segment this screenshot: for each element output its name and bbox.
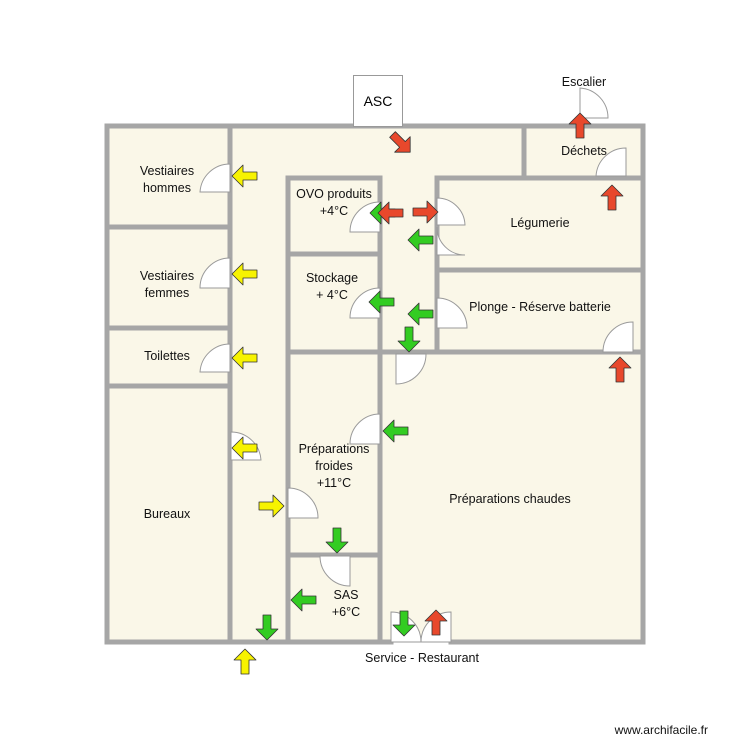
stairs-label: Escalier [561, 75, 607, 89]
door-ovo [349, 201, 381, 233]
flow-arrows [231, 112, 632, 675]
arrow-down-corridor-icon [397, 326, 421, 353]
arrow-from-elevator-icon [389, 131, 411, 153]
room-label-plonge: Plonge - Réserve batterie [469, 300, 611, 314]
arrow-to-service-icon [392, 610, 416, 637]
arrow-to-toilettes-icon [231, 346, 258, 370]
door-prep-froides-east [349, 413, 381, 445]
door-vestiaires-hommes [199, 163, 231, 193]
room-label-line: femmes [144, 286, 190, 300]
door-prep-froides-west [287, 487, 319, 519]
arrow-exit-corridor-icon [255, 614, 279, 641]
room-label-ovo: OVO produits +4°C [288, 186, 380, 220]
doors [199, 87, 634, 643]
arrow-to-vestiaires-femmes-icon [231, 262, 258, 286]
room-label-prep-froides: Préparations froides +11°C [288, 441, 380, 492]
door-prep-chaudes-north [395, 353, 427, 385]
room-label-toilettes: Toilettes [144, 349, 190, 363]
arrow-to-legumerie-icon [412, 200, 439, 224]
arrow-from-service-icon [424, 609, 448, 636]
room-label-sas: SAS +6°C [300, 587, 392, 621]
arrow-to-bureaux-icon [231, 436, 258, 460]
service-restaurant-label: Service - Restaurant [365, 651, 479, 665]
door-escalier [579, 87, 609, 119]
room-label-line: froides [315, 459, 353, 473]
room-label-legumerie: Légumerie [510, 216, 570, 230]
room-label-vestiaires-femmes: Vestiaires femmes [114, 268, 220, 302]
room-label-vestiaires-hommes: Vestiaires hommes [114, 163, 220, 197]
arrow-from-plonge-icon [407, 302, 434, 326]
arrow-to-escalier-icon [568, 112, 592, 139]
room-label-line: +4°C [319, 204, 349, 218]
room-label-line: OVO produits [296, 187, 372, 201]
room-label-prep-chaudes: Préparations chaudes [449, 492, 571, 506]
room-label-dechets: Déchets [561, 144, 607, 158]
arrow-to-vestiaires-hommes-icon [231, 164, 258, 188]
door-dechets [595, 147, 627, 177]
room-label-line: Stockage [305, 271, 359, 285]
door-sas [319, 555, 351, 587]
arrow-to-dechets-icon [600, 184, 624, 211]
arrow-out-sas-icon [290, 588, 317, 612]
arrow-from-legumerie-icon [407, 228, 434, 252]
arrow-to-plonge-icon [608, 356, 632, 383]
arrow-to-prep-froides-east-icon [382, 419, 409, 443]
room-label-line: + 4°C [316, 288, 348, 302]
door-legumerie-b [436, 226, 466, 256]
arrow-to-prep-froides-icon [258, 494, 285, 518]
arrow-to-stockage-icon [368, 290, 395, 314]
door-legumerie-a [436, 197, 466, 226]
arrow-to-sas-icon [325, 527, 349, 554]
door-plonge [436, 297, 468, 329]
door-vestiaires-femmes [199, 257, 231, 289]
door-plonge-south [602, 321, 634, 353]
room-label-line: Vestiaires [139, 269, 195, 283]
room-label-line: Préparations [298, 442, 370, 456]
arrow-to-ovo-dirty-icon [377, 201, 404, 225]
room-label-bureaux: Bureaux [143, 507, 191, 521]
door-toilettes [199, 343, 231, 373]
walls [104, 123, 646, 645]
door-stockage [349, 287, 381, 319]
room-label-line: SAS [333, 588, 359, 602]
watermark: www.archifacile.fr [614, 723, 708, 737]
room-label-line: +11°C [316, 476, 352, 490]
room-label-line: Vestiaires [139, 164, 195, 178]
room-label-line: hommes [143, 181, 191, 195]
arrow-staff-entry-icon [233, 648, 257, 675]
room-label-line: +6°C [331, 605, 361, 619]
elevator-label: ASC [363, 93, 393, 109]
elevator-box: ASC [353, 75, 403, 127]
room-label-stockage: Stockage + 4°C [286, 270, 378, 304]
